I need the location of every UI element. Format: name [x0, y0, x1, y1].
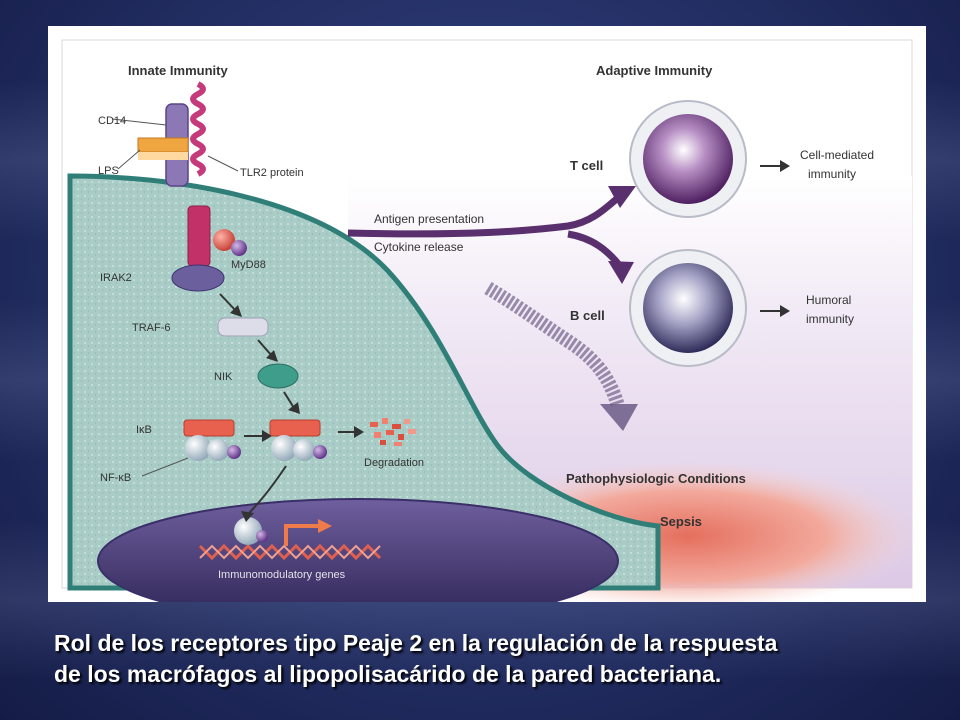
arrowhead-tcell-output: [780, 160, 790, 172]
arrow-irak2-traf6: [219, 293, 237, 312]
degradation-fragments: [370, 418, 416, 446]
arrow-traf6-nik: [257, 339, 273, 357]
dna-strand-2: [199, 544, 381, 560]
label-cell-mediated-1: Cell-mediated: [800, 148, 874, 162]
bcell-nucleus: [643, 263, 733, 353]
label-traf6: TRAF-6: [132, 322, 171, 334]
arrowhead-bcell-output: [780, 305, 790, 317]
myd88-ball-2: [231, 240, 247, 256]
nfkb-complex-2-ball-a: [271, 435, 297, 461]
cd14-leader: [111, 118, 167, 126]
caption-line-1: Rol de los receptores tipo Peaje 2 en la…: [54, 630, 778, 656]
label-ikb: IκB: [136, 424, 152, 436]
label-bcell: B cell: [570, 308, 605, 323]
innate-heading: Innate Immunity: [128, 63, 228, 78]
label-patho: Pathophysiologic Conditions: [566, 471, 746, 486]
tlr2-intracellular-domain: [187, 205, 211, 267]
wavy-arrowhead-pathophysiology: [600, 404, 638, 431]
nfkb-in-nucleus: [234, 517, 262, 545]
caption-line-2: de los macrófagos al lipopolisacárido de…: [54, 661, 722, 687]
transcription-arrow: [284, 524, 320, 546]
label-humoral-2: immunity: [806, 312, 854, 326]
ikb-complex-2: [269, 419, 321, 437]
myd88-ball-1: [213, 229, 235, 251]
nfkb-complex-1-ball-a: [185, 435, 211, 461]
arrow-to-tcell: [347, 193, 623, 238]
label-tlr2: TLR2 protein: [240, 167, 304, 179]
label-cytokine: Cytokine release: [374, 240, 464, 254]
nfkb-complex-1-ball-c: [227, 445, 241, 459]
tcell-nucleus: [643, 114, 733, 204]
nfkb-complex-2-ball-b: [293, 439, 315, 461]
lps-tail: [138, 152, 188, 160]
wavy-arrow-pathophysiology: [484, 281, 625, 409]
arrowhead-to-nucleus: [241, 511, 254, 522]
arrowhead-to-degradation: [354, 426, 364, 438]
transcription-arrowhead: [318, 519, 332, 533]
tlr2-leader: [207, 155, 239, 172]
arrowhead-irak2-traf6: [230, 305, 242, 317]
label-cd14: CD14: [98, 115, 126, 127]
arrow-nik-ikb: [283, 391, 295, 409]
arrowhead-to-bcell: [608, 261, 634, 284]
irak2-protein: [171, 264, 225, 292]
nfkb-complex-1-ball-b: [207, 439, 229, 461]
nik-protein: [257, 363, 299, 389]
label-antigen: Antigen presentation: [374, 212, 484, 226]
label-genes: Immunomodulatory genes: [218, 569, 346, 581]
nfkb-subunit-nucleus: [256, 530, 268, 542]
label-humoral-1: Humoral: [806, 293, 851, 307]
lps-molecule: [137, 137, 189, 153]
label-tcell: T cell: [570, 158, 603, 173]
label-irak2: IRAK2: [100, 272, 132, 284]
slide-caption: Rol de los receptores tipo Peaje 2 en la…: [54, 628, 934, 690]
label-nfkb: NF-κB: [100, 472, 131, 484]
arrowhead-nik-ikb: [288, 402, 300, 414]
label-lps: LPS: [98, 165, 119, 177]
ikb-complex-1: [183, 419, 235, 437]
diagram-frame: Innate Immunity Adaptive Immunity CD14 L…: [48, 26, 926, 602]
label-nik: NIK: [214, 371, 233, 383]
arrow-to-nucleus: [247, 465, 287, 515]
arrowhead-to-tcell: [608, 186, 636, 208]
arrowhead-traf6-nik: [266, 350, 278, 362]
traf6-protein: [217, 317, 269, 337]
label-sepsis: Sepsis: [660, 514, 702, 529]
label-degradation: Degradation: [364, 457, 424, 469]
nfkb-leader: [141, 457, 189, 477]
nfkb-complex-2-ball-c: [313, 445, 327, 459]
label-myd88: MyD88: [231, 259, 266, 271]
nucleus: [97, 498, 619, 602]
tlr2-protein-helix: [190, 81, 206, 177]
label-cell-mediated-2: immunity: [808, 167, 856, 181]
lps-leader: [117, 149, 141, 170]
adaptive-heading: Adaptive Immunity: [596, 63, 713, 78]
tlr2-pathway-diagram: Innate Immunity Adaptive Immunity CD14 L…: [61, 39, 918, 602]
arrowhead-complex1-complex2: [262, 430, 272, 442]
